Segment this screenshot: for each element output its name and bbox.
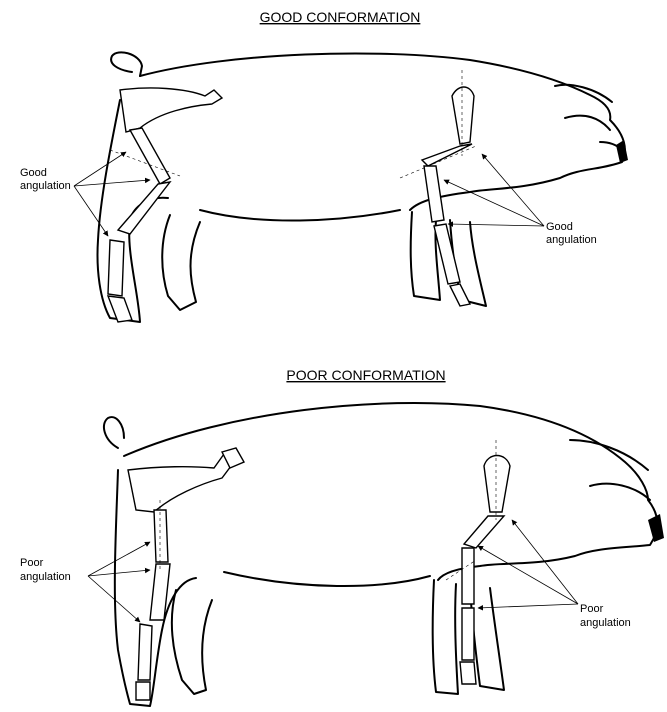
poor-conformation-panel: POOR CONFORMATION (20, 367, 664, 706)
good-left-label-line1: Good (20, 167, 47, 179)
poor-right-label-line1: Poor (580, 603, 604, 615)
good-right-label-line1: Good (546, 221, 573, 233)
good-left-arrow-2 (74, 180, 150, 186)
good-right-annotation: Good angulation (444, 154, 597, 246)
good-skeleton (108, 70, 476, 322)
good-left-arrow-1 (74, 152, 126, 186)
good-right-label-line2: angulation (546, 234, 597, 246)
poor-skeleton (128, 440, 510, 700)
poor-left-label-line2: angulation (20, 571, 71, 583)
poor-left-annotation: Poor angulation (20, 542, 150, 622)
poor-right-annotation: Poor angulation (478, 520, 631, 629)
poor-pig-outline (104, 403, 664, 706)
good-right-arrow-2 (444, 180, 544, 226)
good-right-arrow-3 (448, 224, 544, 226)
poor-right-arrow-2 (478, 546, 578, 604)
poor-right-label-line2: angulation (580, 617, 631, 629)
poor-left-label-line1: Poor (20, 557, 44, 569)
good-conformation-panel: GOOD CONFORMATION (20, 9, 628, 322)
good-left-label-line2: angulation (20, 180, 71, 192)
poor-right-arrow-1 (512, 520, 578, 604)
poor-conformation-title: POOR CONFORMATION (286, 367, 445, 383)
good-conformation-title: GOOD CONFORMATION (260, 9, 421, 25)
